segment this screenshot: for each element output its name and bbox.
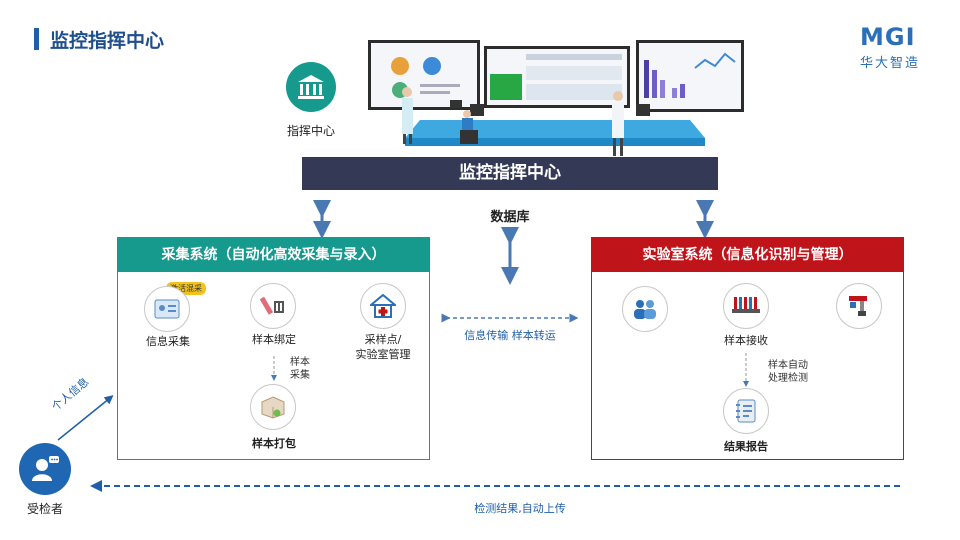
page-title: 监控指挥中心 (50, 30, 165, 52)
node-info-collection-label: 信息采集 (146, 335, 190, 348)
node-sampling-point-line2: 实验室管理 (355, 348, 411, 361)
transfer-label: 信息传输 样本转运 (464, 329, 556, 342)
user-chat-icon (19, 443, 71, 495)
barcode-tube-icon (250, 283, 296, 329)
id-card-icon (144, 286, 190, 332)
collection-system-panel: 采集系统（自动化高效采集与录入） (117, 237, 430, 460)
collection-system-header: 采集系统（自动化高效采集与录入） (118, 238, 429, 272)
tube-rack-icon (723, 283, 769, 329)
monitor-center-bar: 监控指挥中心 (302, 157, 718, 190)
node-sampling-point-line1: 采样点/ (364, 333, 402, 346)
collection-step-note-line1: 样本 (290, 357, 310, 368)
database-label: 数据库 (490, 210, 530, 225)
lab-system-panel: 实验室系统（信息化识别与管理） (591, 237, 904, 460)
clinic-house-icon (360, 283, 406, 329)
node-sampling-point-label: 采样点/ 实验室管理 (340, 332, 426, 362)
patient-label: 受检者 (26, 502, 63, 516)
feedback-label: 检测结果,自动上传 (474, 502, 566, 515)
hq-label: 指挥中心 (286, 124, 335, 138)
collection-step-note-line2: 采集 (290, 370, 310, 381)
package-box-icon (250, 384, 296, 430)
node-result-report-label: 结果报告 (724, 440, 768, 453)
arrow-personal (57, 395, 114, 441)
report-notebook-icon (723, 388, 769, 434)
people-icon (622, 286, 668, 332)
robot-arm-icon (836, 283, 882, 329)
node-sample-packing-label: 样本打包 (252, 437, 296, 450)
collection-step-note: 样本 采集 (290, 356, 310, 382)
control-room-illustration (368, 40, 744, 156)
mgi-logo: MGI 华大智造 (860, 24, 930, 72)
logo-sub-text: 华大智造 (860, 56, 921, 71)
bank-building-icon (286, 62, 336, 112)
lab-step-note-line1: 样本自动 (768, 360, 808, 371)
lab-step-note: 样本自动 处理检测 (768, 359, 808, 385)
logo-main-text: MGI (860, 23, 916, 51)
node-sample-binding-label: 样本绑定 (252, 333, 296, 346)
lab-system-header: 实验室系统（信息化识别与管理） (592, 238, 903, 272)
node-sample-receiving-label: 样本接收 (724, 334, 768, 347)
title-accent-bar (34, 28, 39, 50)
lab-step-note-line2: 处理检测 (768, 373, 808, 384)
